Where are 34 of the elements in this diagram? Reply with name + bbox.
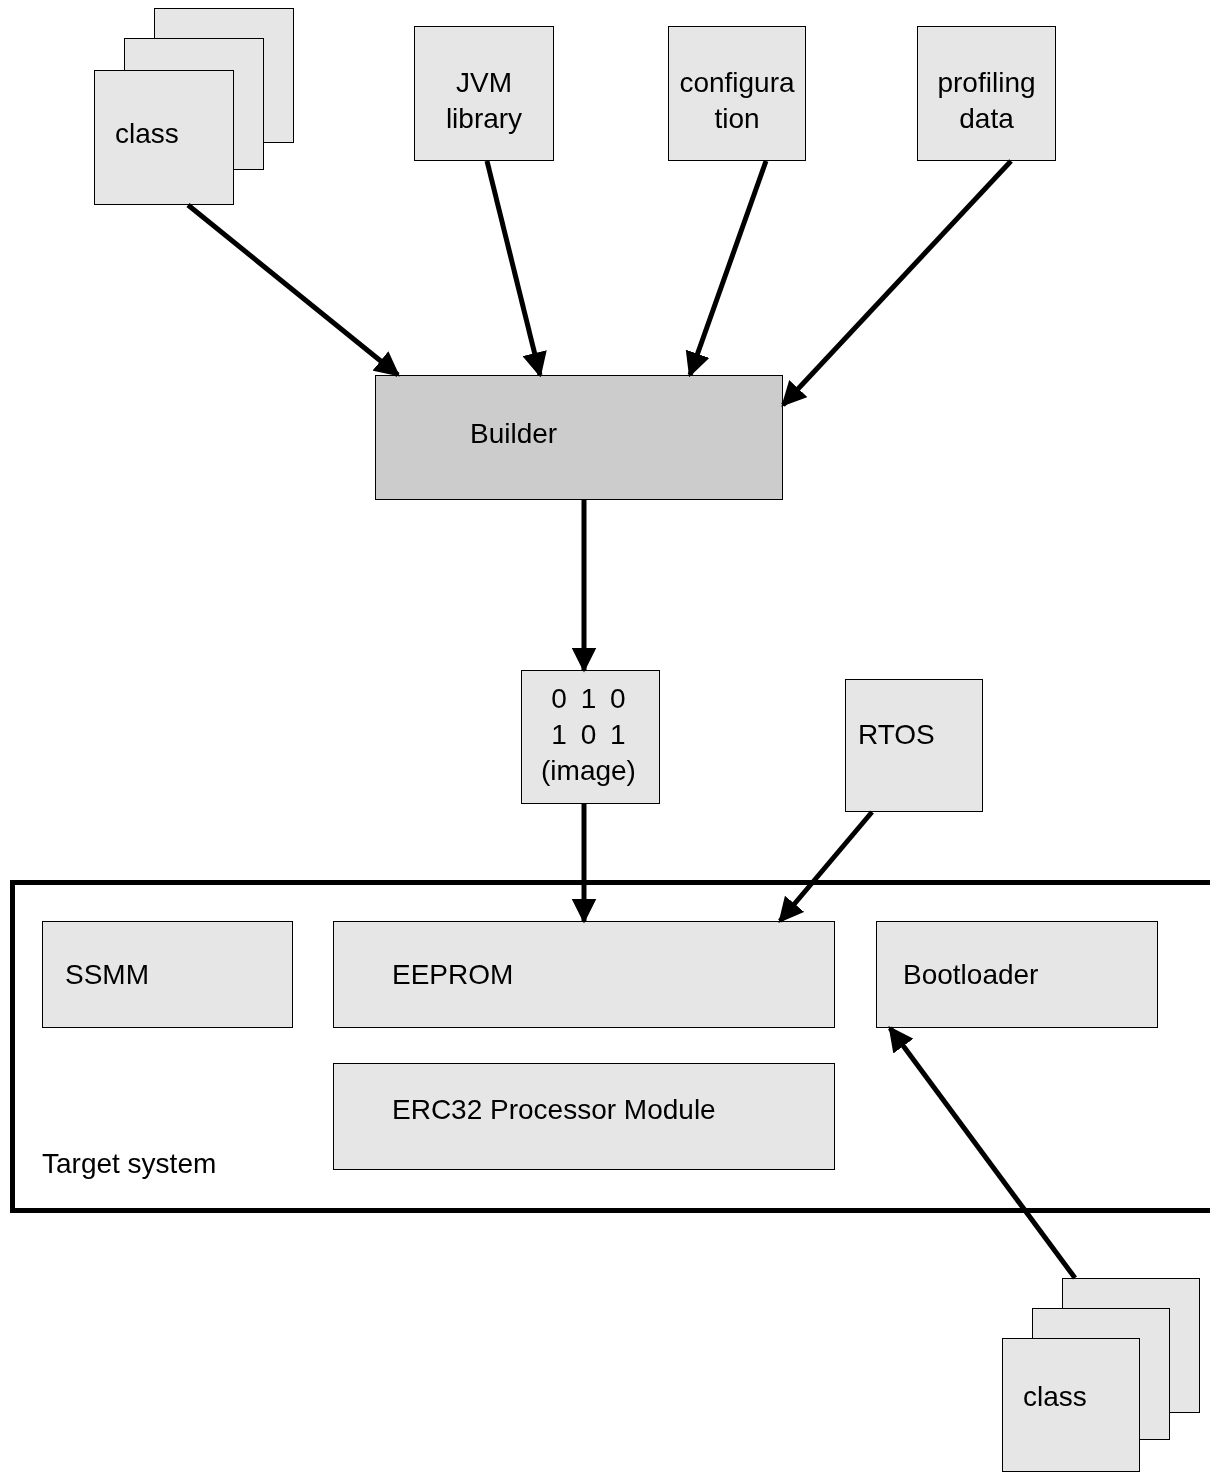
arrow [888, 1026, 1077, 1280]
node-label: JVM library [444, 66, 524, 136]
document-stack [94, 8, 294, 205]
process-box [333, 1063, 835, 1170]
arrow [781, 159, 1013, 407]
node-label: SSMM [65, 957, 149, 992]
process-box [876, 921, 1158, 1028]
arrow [484, 160, 547, 378]
process-box [333, 921, 835, 1028]
document-stack [1002, 1278, 1200, 1472]
node-label: ERC32 Processor Module [392, 1093, 716, 1127]
arrow [685, 160, 769, 378]
node-label: configuration [679, 66, 795, 136]
process-box [668, 26, 806, 161]
process-box [375, 375, 783, 500]
arrow [571, 804, 597, 924]
arrow [778, 810, 874, 923]
node-label: Bootloader [903, 957, 1039, 992]
process-box [42, 921, 293, 1028]
arrow [186, 203, 400, 377]
system-frame [10, 880, 1210, 1213]
arrow [571, 500, 597, 673]
node-label: profiling data [936, 66, 1037, 136]
process-box [845, 679, 983, 812]
node-label: RTOS [858, 718, 935, 752]
node-label: Builder [470, 417, 558, 451]
node-label: class [115, 117, 179, 151]
node-label: class [1023, 1380, 1087, 1414]
node-label: EEPROM [392, 957, 514, 992]
node-label: 0 1 0 1 0 1 (image) [541, 682, 636, 788]
process-box [414, 26, 554, 161]
process-box [917, 26, 1056, 161]
process-box [521, 670, 660, 804]
node-label: Target system [42, 1147, 217, 1181]
